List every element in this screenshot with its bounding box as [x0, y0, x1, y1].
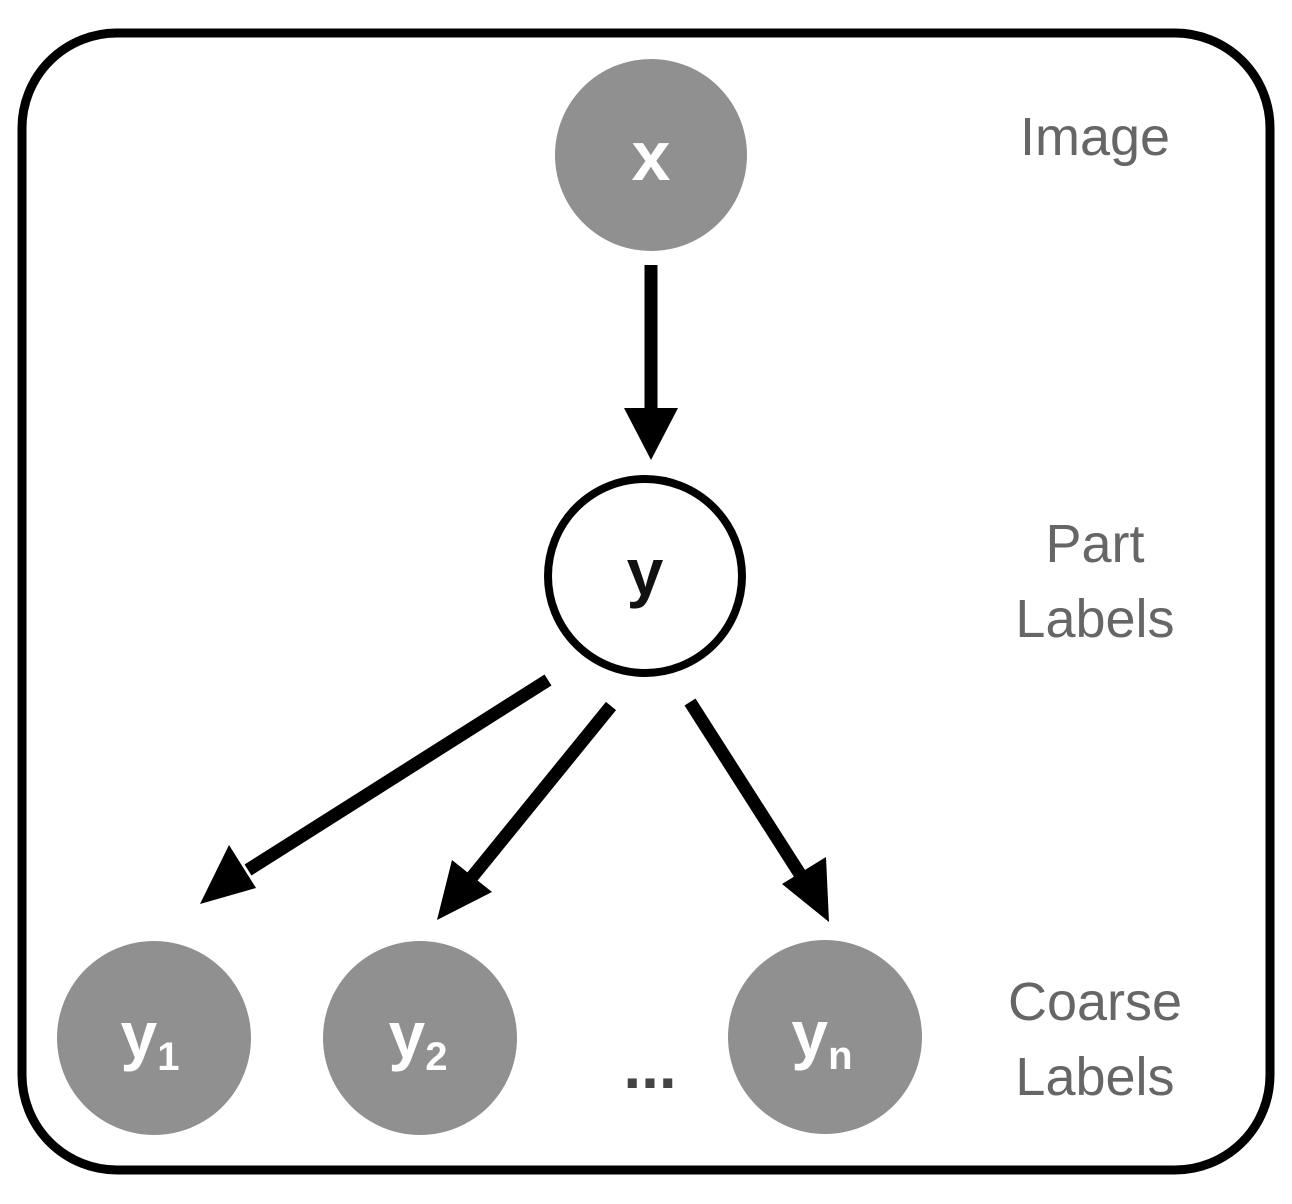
- edge-y-to-y1: [244, 674, 552, 876]
- node-y2: y2: [323, 941, 517, 1135]
- outer-frame: [17, 28, 1275, 1175]
- edges: [200, 265, 829, 922]
- node-y2-main: y: [389, 998, 426, 1072]
- label-image: Image: [1020, 107, 1170, 167]
- node-yn-label: yn: [791, 997, 852, 1078]
- arrowhead-y-to-yn: [782, 857, 829, 922]
- node-yn: yn: [728, 940, 922, 1134]
- node-y-label: y: [627, 535, 664, 609]
- node-y1-main: y: [121, 998, 158, 1072]
- node-x-label: x: [632, 117, 671, 195]
- label-coarse-line1: Coarse: [1008, 972, 1182, 1032]
- edge-y-to-yn: [684, 698, 811, 886]
- node-x-circle: [555, 59, 747, 251]
- ellipsis: ...: [623, 1030, 676, 1102]
- label-part-line1: Part: [1045, 514, 1144, 574]
- arrowhead-x-to-y: [624, 408, 678, 460]
- node-yn-sub: n: [828, 1034, 852, 1078]
- node-y1-label: y1: [121, 998, 180, 1079]
- arrowhead-y-to-y2: [437, 860, 492, 920]
- node-y2-label: y2: [389, 998, 448, 1079]
- node-y1: y1: [57, 941, 251, 1135]
- node-y2-sub: 2: [425, 1035, 447, 1079]
- node-yn-circle: [728, 940, 922, 1134]
- node-yn-main: y: [791, 997, 828, 1071]
- node-y1-circle: [57, 941, 251, 1135]
- label-part-line2: Labels: [1015, 589, 1174, 649]
- label-coarse-line2: Labels: [1015, 1047, 1174, 1107]
- node-y1-sub: 1: [157, 1035, 179, 1079]
- node-y2-circle: [323, 941, 517, 1135]
- node-x: x: [555, 59, 747, 251]
- arrowhead-y-to-y1: [200, 845, 256, 904]
- node-y: y: [544, 475, 746, 677]
- edge-y-to-y2: [462, 701, 617, 887]
- node-y-circle: [544, 475, 746, 677]
